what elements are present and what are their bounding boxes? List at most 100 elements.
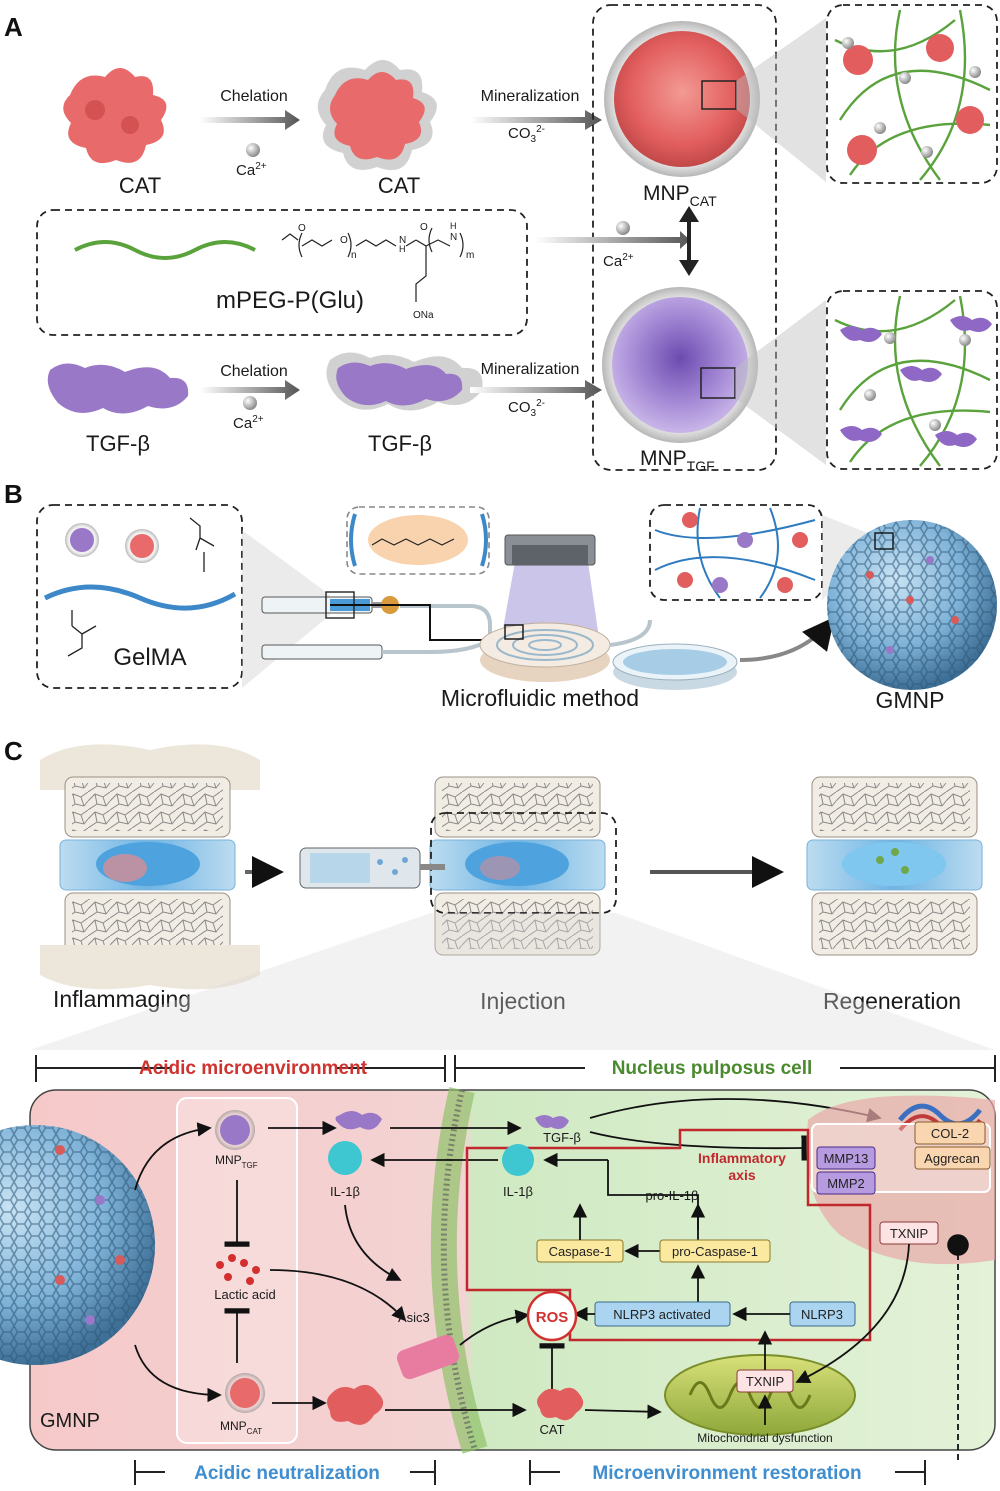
released-tgf-icon (335, 1111, 382, 1130)
il1b-mid-label: IL-1β (503, 1184, 533, 1199)
caspase1-box: Caspase-1 (536, 1239, 624, 1263)
injection-syringe (299, 847, 445, 889)
tgf-protein-shelled (326, 352, 483, 411)
acidic-microenvironment-label: Acidic microenvironment (139, 1058, 368, 1079)
gelma-box (36, 504, 243, 689)
tubing (382, 604, 492, 654)
mnp-cat-label: MNPCAT (643, 182, 717, 209)
mmp2-label: MMP2 (827, 1176, 865, 1191)
mnp-tgf-label-c: MNPTGF (215, 1153, 258, 1170)
tgf-label-mid: TGF-β (368, 431, 432, 456)
mineralization-label-bottom: Mineralization (481, 361, 580, 378)
zoom-fan (30, 913, 995, 1050)
mnp-tgf-sphere (602, 287, 758, 443)
chelation-arrow-top (200, 110, 300, 157)
ros-label: ROS (536, 1309, 569, 1326)
mito-dysfunction-label: Mitochondrial dysfunction (697, 1431, 832, 1445)
caspase1-label: Caspase-1 (549, 1244, 612, 1259)
zoom-cat-network (834, 9, 991, 181)
chelation-label-bottom: Chelation (220, 363, 288, 380)
tgf-protein-left (47, 363, 189, 414)
txnip-nuc-box: TXNIP (879, 1221, 939, 1245)
injection-zoom-box (430, 812, 617, 914)
lactic-acid-label: Lactic acid (214, 1287, 275, 1302)
microfluidic-label: Microfluidic method (441, 685, 639, 711)
inflam-axis-label-2: axis (728, 1167, 755, 1183)
il1b-mid-icon (502, 1144, 534, 1176)
mnp-tgf-small (215, 1110, 255, 1150)
spine-injection (429, 776, 606, 956)
polymer-chain-icon (74, 240, 256, 260)
nlrp3-label: NLRP3 (801, 1307, 843, 1322)
ca-label-bottom: Ca2+ (233, 414, 264, 432)
tgfb-label: TGF-β (543, 1130, 581, 1145)
nlrp3-box: NLRP3 (789, 1301, 856, 1327)
spine-inflammaging (40, 744, 260, 990)
connector-line (330, 604, 505, 641)
cat-label-left: CAT (119, 173, 161, 198)
spine-regeneration (806, 776, 983, 956)
bracket-top (35, 1055, 996, 1082)
gmnp-label-c: GMNP (40, 1410, 100, 1432)
txnip-nuc-label: TXNIP (890, 1226, 928, 1241)
nlrp3-activated-label: NLRP3 activated (613, 1307, 711, 1322)
microenvironment-restoration-label: Microenvironment restoration (592, 1463, 861, 1484)
calcium-ion-icon (246, 143, 260, 157)
col2-box: COL-2 (914, 1121, 986, 1145)
bracket-bottom (134, 1460, 926, 1485)
released-cat-icon (327, 1384, 384, 1425)
mnp-cat-small (225, 1373, 265, 1413)
injection-label: Injection (480, 988, 566, 1014)
zoom-square-tgf (700, 367, 736, 399)
mnp-cat-label-c: MNPCAT (220, 1419, 262, 1436)
cat-icon (537, 1387, 584, 1421)
panel-label-b: B (4, 479, 23, 509)
gelma-contents (43, 517, 237, 657)
panel-label-a: A (4, 12, 23, 42)
txnip-mito-label: TXNIP (746, 1374, 784, 1389)
zoom-tgf-network (834, 295, 992, 467)
inflammatory-axis-box (465, 1128, 872, 1342)
chem-ona: ONa (413, 310, 434, 321)
mnp-tgf-label: MNPTGF (640, 447, 715, 474)
chem-n1: N (399, 235, 406, 246)
gmnp-sphere (827, 520, 997, 690)
chelation-label-top: Chelation (220, 88, 288, 105)
mineralization-arrow-top (470, 110, 602, 130)
mineralization-arrow-bottom (470, 380, 602, 400)
zoom-square-cat (701, 80, 737, 110)
chem-n2: N (450, 232, 457, 243)
gmnp-large (0, 1125, 155, 1365)
polymer-arrow (535, 206, 699, 276)
chem-h2: H (450, 221, 457, 231)
col2-label: COL-2 (931, 1126, 969, 1141)
zoom-cone-cat (736, 18, 826, 182)
network-box (649, 504, 823, 601)
regeneration-label: Regeneration (823, 988, 961, 1014)
gelma-label: GelMA (113, 644, 186, 671)
il1b-left-label: IL-1β (330, 1184, 360, 1199)
mmp13-box: MMP13 (816, 1146, 876, 1170)
ca-label-mid: Ca2+ (603, 252, 634, 270)
mineralization-label-top: Mineralization (481, 88, 580, 105)
ros-icon (526, 1290, 578, 1342)
gmnp-label-b: GMNP (876, 687, 945, 713)
mmp13-label: MMP13 (824, 1151, 869, 1166)
txnip-to-mito-arrow (795, 1243, 910, 1384)
asic3-label: Asic3 (398, 1310, 430, 1325)
chelation-arrow-bottom (200, 380, 300, 410)
arrow-gmnp-to-mnpcat (134, 1344, 222, 1403)
pro-caspase1-box: pro-Caspase-1 (659, 1239, 771, 1263)
to-gmnp-arrow (739, 616, 835, 662)
inflam-axis-label-1: Inflammatory (698, 1150, 786, 1166)
cat-protein-left (63, 68, 167, 164)
panel-label-c: C (4, 736, 23, 766)
tgf-label-left: TGF-β (86, 431, 150, 456)
calcium-ion-bottom-icon (243, 396, 257, 410)
network-contents (654, 507, 816, 599)
nlrp3-activated-box: NLRP3 activated (594, 1301, 731, 1327)
polymer-label: mPEG-P(Glu) (216, 287, 364, 314)
pro-caspase1-label: pro-Caspase-1 (672, 1244, 758, 1259)
polymer-box (36, 209, 528, 336)
